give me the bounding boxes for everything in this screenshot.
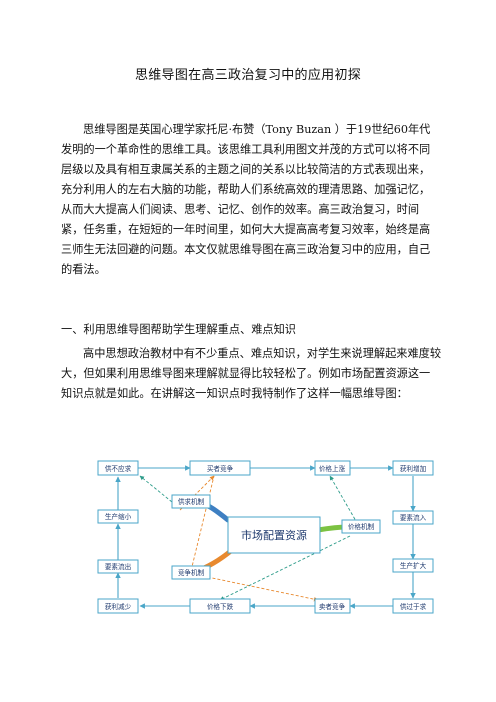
node-price-up: 价格上涨 (314, 460, 351, 476)
node-price-down: 价格下跌 (189, 598, 251, 614)
node-oversupply-label: 供不应求 (105, 464, 132, 473)
node-expand-label: 生产扩大 (400, 561, 427, 570)
intro-paragraph: 思维导图是英国心理学家托尼·布赞（Tony Buzan ）于19世纪60年代发明… (61, 123, 431, 276)
node-factor-out-label: 要素流出 (105, 562, 131, 571)
node-sellers-label: 卖者竞争 (319, 602, 346, 611)
cycle-arrows (115, 465, 416, 609)
branch-competition-node: 竞争机制 (171, 565, 211, 580)
node-profit-down: 获利减少 (97, 598, 139, 614)
node-price-down-label: 价格下跌 (207, 602, 234, 611)
node-shrink: 生产缩小 (97, 509, 139, 524)
node-factor-in: 要素流入 (392, 510, 434, 525)
branch-supply-label: 供求机制 (178, 497, 205, 506)
node-shrink-label: 生产缩小 (105, 512, 132, 521)
node-buyers-label: 买者竞争 (207, 464, 234, 473)
node-price-up-label: 价格上涨 (319, 464, 346, 473)
node-factor-in-label: 要素流入 (400, 513, 427, 522)
branch-price-node: 价格机制 (341, 519, 381, 534)
node-oversupply: 供不应求 (97, 460, 139, 476)
branch-supply-node: 供求机制 (171, 494, 211, 509)
node-profit-down-label: 获利减少 (105, 602, 132, 611)
branch-competition-label: 竞争机制 (178, 568, 205, 577)
node-buyers: 买者竞争 (189, 460, 251, 476)
node-expand: 生产扩大 (392, 558, 434, 573)
node-sellers: 卖者竞争 (314, 598, 351, 614)
center-label: 市场配置资源 (241, 528, 307, 542)
section-heading: 一、利用思维导图帮助学生理解重点、难点知识 (61, 323, 296, 336)
node-profit-up-label: 获利增加 (400, 464, 427, 473)
node-profit-up: 获利增加 (392, 460, 434, 476)
node-surplus: 供过于求 (392, 598, 434, 614)
branch-price-label: 价格机制 (348, 522, 375, 531)
document-title: 思维导图在高三政治复习中的应用初探 (134, 68, 362, 83)
node-surplus-label: 供过于求 (400, 602, 427, 611)
node-factor-out: 要素流出 (97, 559, 139, 574)
center-node: 市场配置资源 (227, 516, 321, 554)
section-paragraph: 高中思想政治教材中有不少重点、难点知识，对学生来说理解起来难度较大，但如果利用思… (61, 347, 442, 400)
